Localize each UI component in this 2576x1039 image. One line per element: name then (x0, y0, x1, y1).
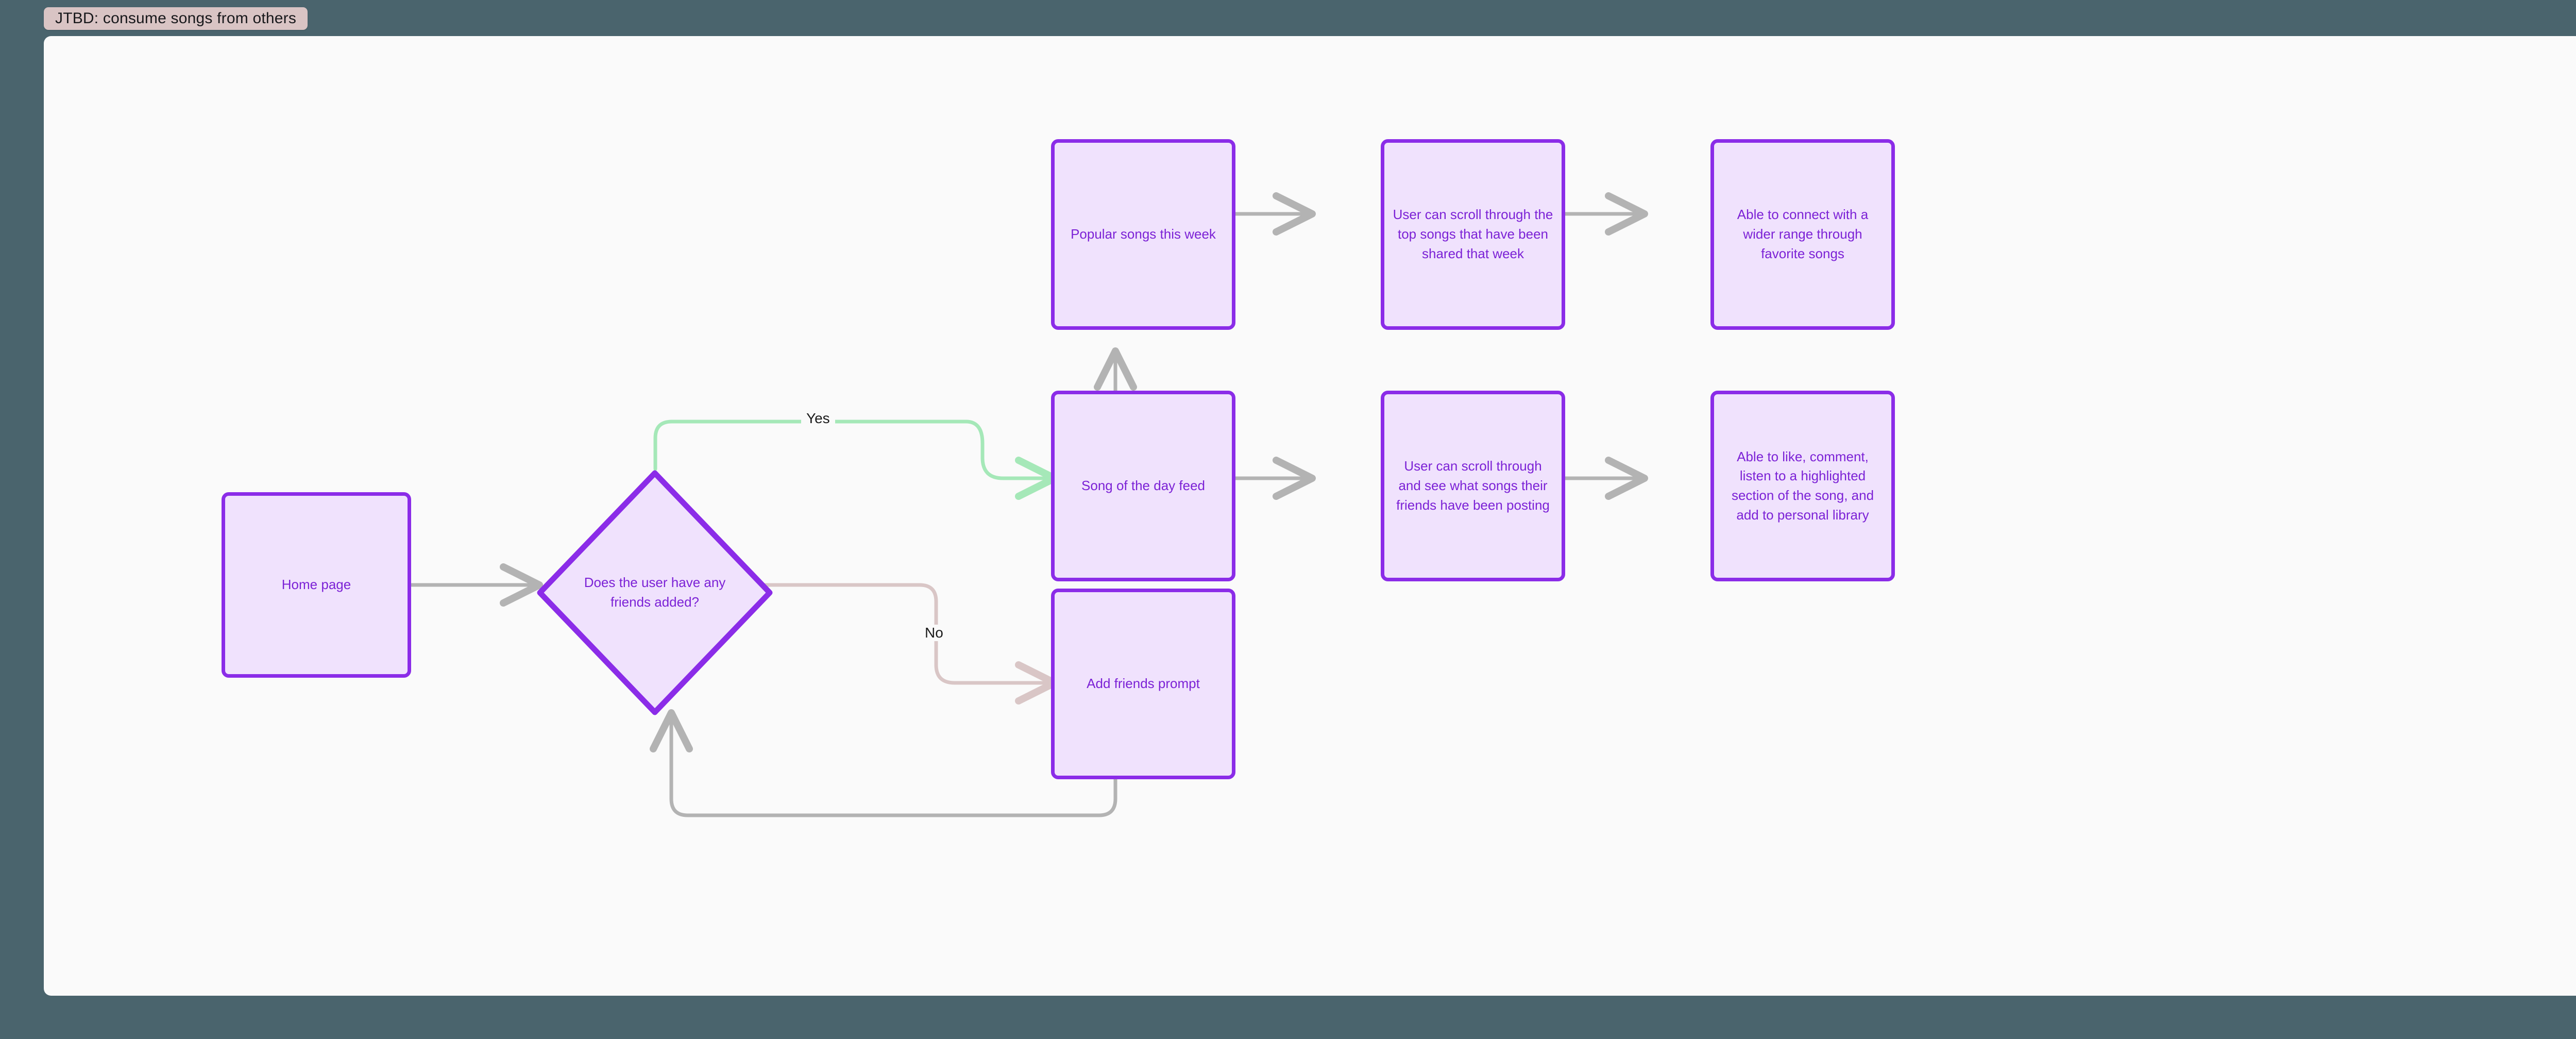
node-song-of-the-day-feed[interactable]: Song of the day feed (1051, 391, 1235, 581)
node-popular-songs[interactable]: Popular songs this week (1051, 139, 1235, 330)
node-like-comment[interactable]: Able to like, comment, listen to a highl… (1710, 391, 1895, 581)
node-popular-songs-label: Popular songs this week (1071, 226, 1216, 242)
node-wider-range[interactable]: Able to connect with a wider range throu… (1710, 139, 1895, 330)
edge-decision-no-to-add-friends (763, 583, 1058, 705)
node-friends-scroll-label: User can scroll through and see what son… (1396, 458, 1550, 513)
edge-layer (410, 192, 1648, 817)
node-home-page-label: Home page (281, 577, 351, 593)
node-friends-scroll[interactable]: User can scroll through and see what son… (1381, 391, 1565, 581)
diagram-canvas[interactable]: Yes No Home page Does the user have any … (44, 36, 2576, 996)
diagram-title-tab[interactable]: JTBD: consume songs from others (44, 7, 308, 30)
node-wider-range-label: Able to connect with a wider range throu… (1737, 207, 1869, 261)
node-song-of-the-day-feed-label: Song of the day feed (1081, 478, 1205, 494)
node-add-friends-prompt[interactable]: Add friends prompt (1051, 589, 1235, 779)
node-home-page[interactable]: Home page (222, 492, 411, 678)
node-friends-decision-label: Does the user have any friends added? (584, 575, 726, 610)
diagram-title-text: JTBD: consume songs from others (55, 10, 297, 27)
node-like-comment-label: Able to like, comment, listen to a highl… (1731, 448, 1874, 523)
edge-label-no: No (920, 625, 948, 641)
node-friends-decision[interactable]: Does the user have any friends added? (536, 469, 774, 716)
node-top-songs-scroll[interactable]: User can scroll through the top songs th… (1381, 139, 1565, 330)
node-top-songs-scroll-label: User can scroll through the top songs th… (1393, 207, 1553, 261)
diamond-shape (537, 470, 773, 715)
edge-label-yes: Yes (801, 410, 835, 427)
edge-add-friends-back-to-decision (650, 709, 1117, 817)
node-add-friends-prompt-label: Add friends prompt (1087, 676, 1200, 692)
